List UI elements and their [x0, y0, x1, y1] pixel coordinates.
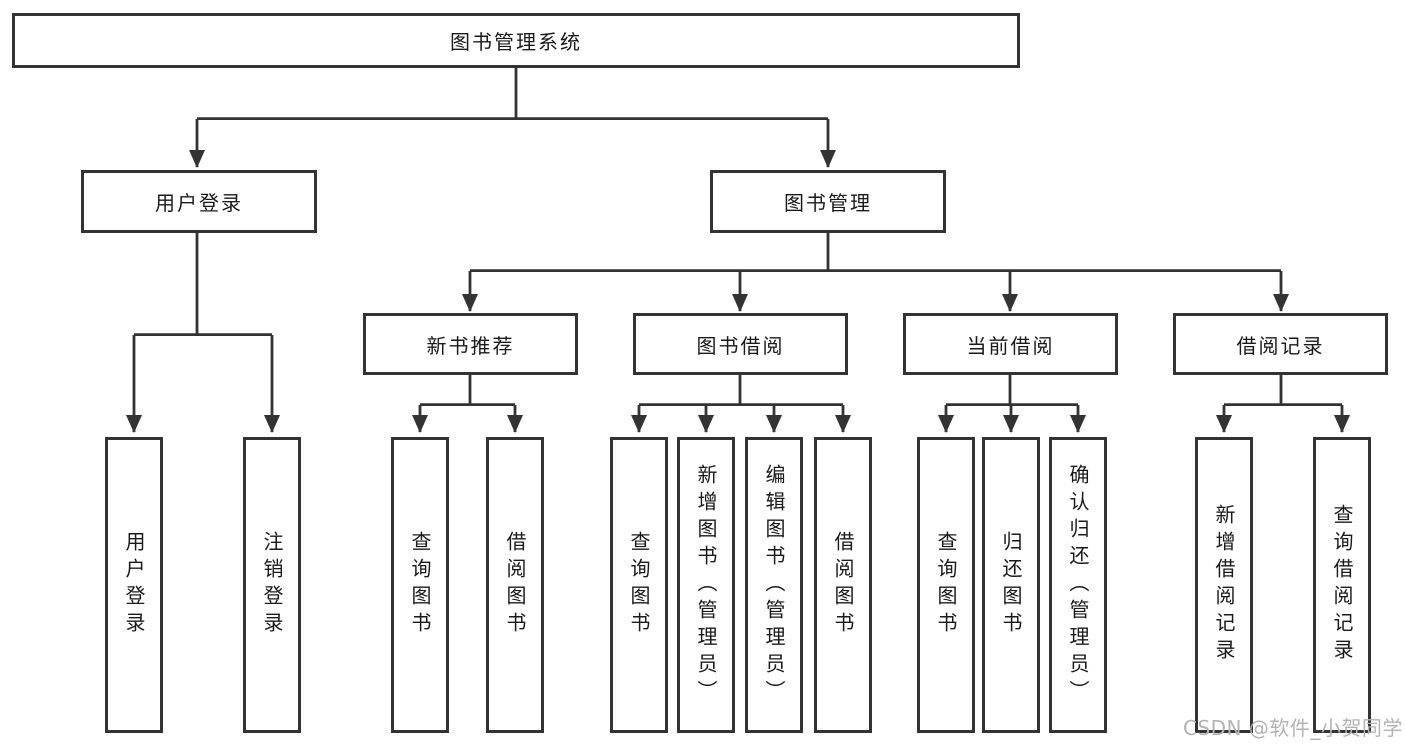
leaf-return-books: 归还图书	[982, 437, 1040, 733]
node-label: 借阅图书	[831, 531, 855, 639]
node-label: 归还图书	[999, 531, 1023, 639]
leaf-user-login: 用户登录	[105, 437, 163, 733]
node-label: 编辑图书（管理员）	[762, 463, 786, 707]
node-current-borrowing: 当前借阅	[903, 313, 1118, 375]
node-label: 用户登录	[155, 191, 243, 215]
node-book-borrowing: 图书借阅	[633, 313, 848, 375]
node-label: 查询图书	[408, 531, 432, 639]
node-user-login-group: 用户登录	[81, 170, 317, 233]
leaf-add-borrow-record: 新增借阅记录	[1195, 437, 1253, 733]
leaf-add-books-admin: 新增图书（管理员）	[677, 437, 735, 733]
node-label: 注销登录	[260, 531, 284, 639]
leaf-edit-books-admin: 编辑图书（管理员）	[745, 437, 803, 733]
node-label: 新增图书（管理员）	[694, 463, 718, 707]
leaf-query-books-borrow: 查询图书	[610, 437, 668, 733]
node-label: 借阅图书	[503, 531, 527, 639]
leaf-borrow-books: 借阅图书	[814, 437, 872, 733]
node-borrowing-records: 借阅记录	[1173, 313, 1388, 375]
leaf-query-borrow-record: 查询借阅记录	[1313, 437, 1371, 733]
node-label: 查询图书	[934, 531, 958, 639]
node-label: 图书管理	[784, 191, 872, 215]
node-new-book-recommend: 新书推荐	[363, 313, 578, 375]
node-label: 查询图书	[627, 531, 651, 639]
node-label: 用户登录	[122, 531, 146, 639]
leaf-borrow-books-recommend: 借阅图书	[486, 437, 544, 733]
node-label: 图书借阅	[696, 333, 785, 358]
leaf-logout: 注销登录	[243, 437, 301, 733]
leaf-query-books-current: 查询图书	[917, 437, 975, 733]
node-label: 查询借阅记录	[1330, 504, 1354, 666]
node-label: 图书管理系统	[450, 30, 582, 54]
node-label: 当前借阅	[966, 333, 1055, 358]
node-root-library-system: 图书管理系统	[12, 13, 1020, 68]
leaf-query-books-recommend: 查询图书	[391, 437, 449, 733]
csdn-watermark: CSDN @软件_小贺同学	[1183, 716, 1403, 740]
node-label: 新书推荐	[426, 333, 515, 358]
leaf-confirm-return-admin: 确认归还（管理员）	[1049, 437, 1107, 733]
node-book-management: 图书管理	[710, 170, 946, 233]
node-label: 借阅记录	[1236, 333, 1325, 358]
node-label: 确认归还（管理员）	[1066, 463, 1090, 707]
node-label: 新增借阅记录	[1212, 504, 1236, 666]
